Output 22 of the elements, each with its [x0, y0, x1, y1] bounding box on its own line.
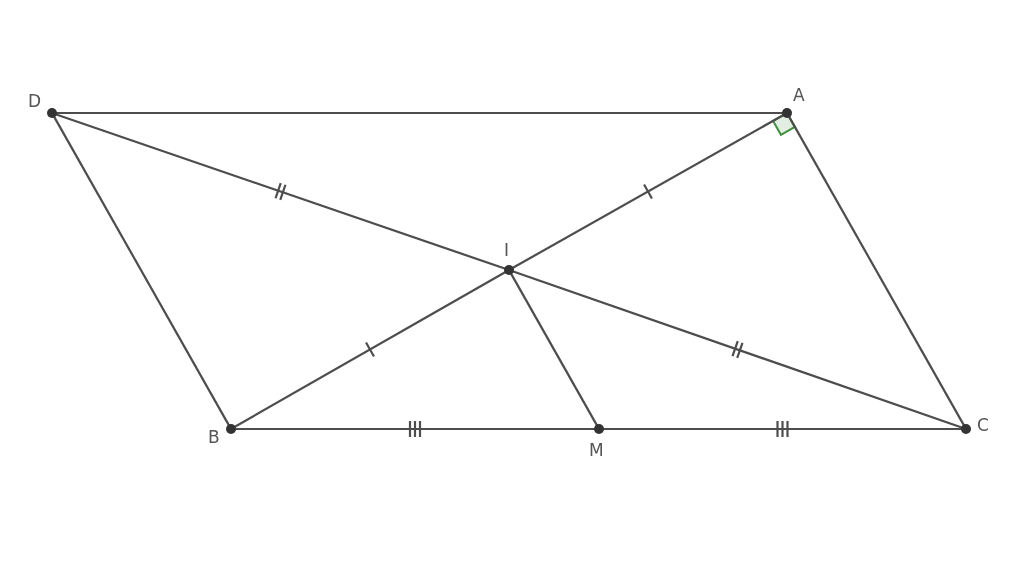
point: [594, 424, 604, 434]
line-segment: [234, 427, 596, 431]
line-segment: [787, 115, 966, 427]
point-label: M: [589, 442, 604, 459]
point-label: I: [504, 242, 509, 259]
point: [504, 265, 514, 275]
line-segment: [511, 269, 964, 430]
point-label: B: [208, 429, 220, 446]
line-segment: [511, 113, 785, 270]
point-label: A: [793, 87, 805, 104]
line-segment: [52, 115, 231, 427]
point: [961, 424, 971, 434]
line-segment: [233, 270, 507, 429]
line-segment: [509, 272, 599, 427]
point-label: C: [977, 417, 989, 434]
point: [226, 424, 236, 434]
line-segment: [54, 112, 507, 271]
point: [782, 108, 792, 118]
point: [47, 108, 57, 118]
point-label: D: [28, 93, 42, 110]
line-segment: [602, 427, 963, 431]
line-segment: [55, 111, 784, 115]
